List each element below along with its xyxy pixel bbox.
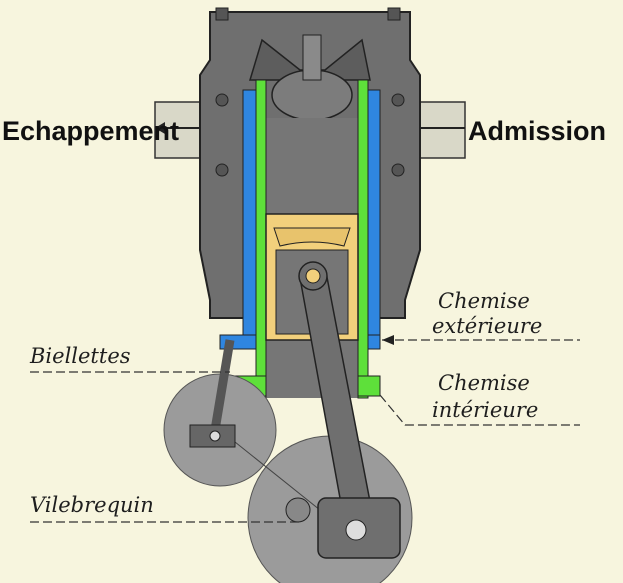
inner-sleeve-label-1: Chemise [438,371,530,395]
outer-sleeve [219,89,381,350]
exhaust-arrow-icon [155,122,165,134]
links-label: Biellettes [29,344,131,368]
outer-sleeve-arrow-icon [382,335,394,345]
crankshaft-label: Vilebrequin [30,493,154,517]
sleeve-link-rod [189,339,236,448]
outer-sleeve-label-2: extérieure [432,314,542,338]
spark-plug-icon [302,34,322,81]
inner-sleeve-label-2: intérieure [432,398,538,422]
connecting-rod [285,261,401,559]
intake-label: Admission [468,116,606,146]
exhaust-label: Echappement [2,116,179,146]
outer-sleeve-label-1: Chemise [438,289,530,313]
drive-line [219,429,331,519]
